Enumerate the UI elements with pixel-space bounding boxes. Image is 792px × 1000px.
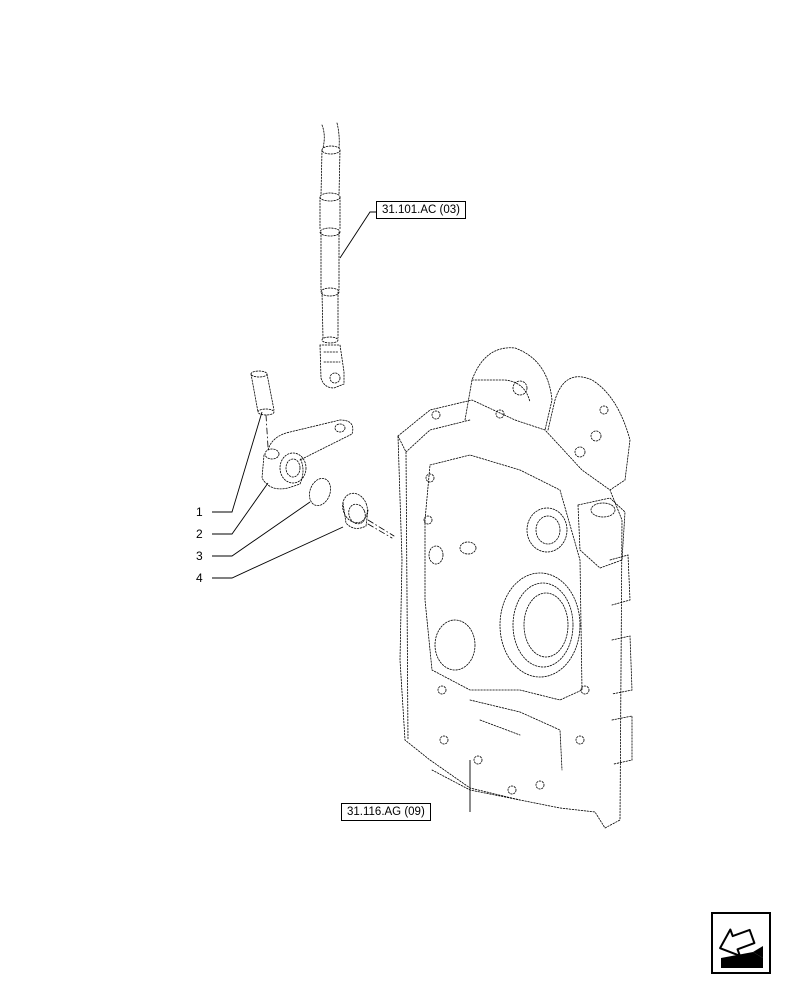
callout-3: 3 (196, 549, 203, 563)
leader-line-upper-ref (339, 211, 376, 259)
back-navigation-button[interactable] (711, 912, 771, 974)
arrow-back-icon (719, 928, 763, 968)
callout-2: 2 (196, 527, 203, 541)
callout-4: 4 (196, 571, 203, 585)
leader-line-2 (212, 482, 269, 535)
leader-line-3 (212, 501, 311, 557)
leader-line-1 (212, 411, 263, 513)
callout-1: 1 (196, 505, 203, 519)
pin (250, 370, 275, 448)
leader-line-4 (212, 526, 344, 579)
reference-label-upper[interactable]: 31.101.AC (03) (376, 201, 466, 219)
transmission-housing (397, 347, 633, 829)
o-ring (309, 478, 331, 506)
seal (342, 492, 395, 537)
reference-label-lower[interactable]: 31.116.AG (09) (341, 803, 431, 821)
lever (261, 419, 354, 490)
control-rod (319, 122, 345, 389)
